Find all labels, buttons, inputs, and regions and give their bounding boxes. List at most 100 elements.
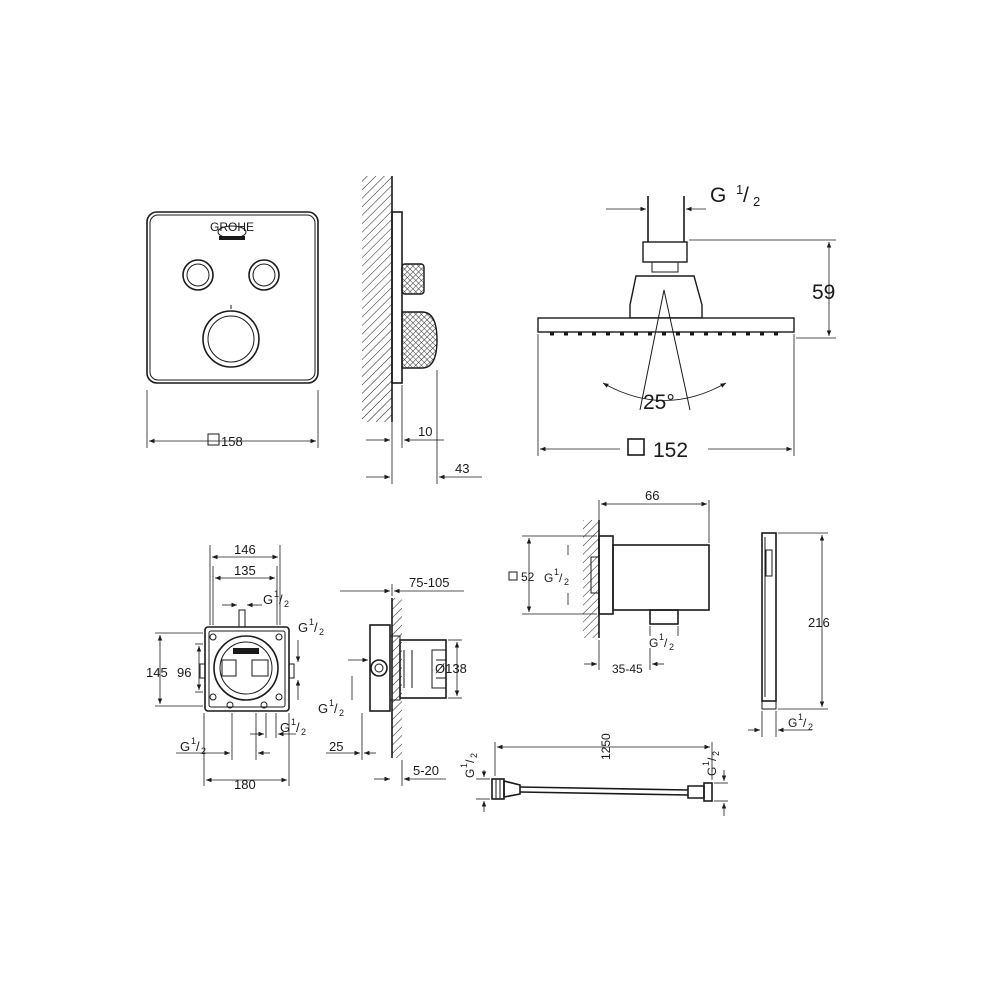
svg-text:/: /	[803, 716, 807, 730]
grohe-logo-icon: GROHE	[210, 220, 254, 240]
square-symbol-icon	[207, 433, 220, 446]
svg-text:1: 1	[329, 698, 334, 708]
svg-text:1: 1	[798, 712, 803, 722]
svg-text:Ø138: Ø138	[435, 661, 467, 676]
svg-text:GROHE: GROHE	[210, 220, 254, 234]
temperature-knob[interactable]	[202, 305, 260, 368]
svg-text:1: 1	[554, 567, 559, 577]
hose-thread-right: G 1 / 2	[701, 751, 728, 816]
svg-text:2: 2	[201, 746, 206, 756]
svg-text:2: 2	[753, 194, 760, 209]
shower-head-plate	[537, 317, 795, 333]
rough-in-depth-range-dimension: 75-105	[340, 575, 464, 596]
svg-text:/: /	[559, 571, 563, 585]
svg-text:216: 216	[808, 615, 830, 630]
svg-text:146: 146	[234, 542, 256, 557]
svg-text:G: G	[649, 636, 658, 650]
function-button-left[interactable]	[182, 259, 214, 291]
svg-text:2: 2	[808, 722, 813, 732]
svg-text:1: 1	[659, 632, 664, 642]
rough-in-diameter-dimension: Ø138	[435, 639, 467, 699]
depth-43-label: 43	[455, 461, 469, 476]
depth-10-dimension: 10	[366, 385, 444, 448]
svg-text:180: 180	[234, 777, 256, 792]
outlet-thread-bottom: G 1 / 2	[649, 626, 679, 652]
rough-in-thread-bottom-left: G 1 / 2	[176, 713, 270, 760]
svg-text:1: 1	[701, 761, 711, 766]
svg-text:2: 2	[711, 751, 721, 756]
shower-arm-connector	[642, 241, 688, 263]
shower-head-view: 25° G 1 / 2 59 152	[537, 182, 836, 462]
svg-text:2: 2	[339, 708, 344, 718]
rough-in-front-view: 146 135 G 1 / 2 G 1 / 2	[146, 542, 324, 792]
svg-text:G: G	[788, 716, 797, 730]
outlet-depth-dimension: 35-45	[584, 640, 664, 676]
hose-thread-left: G 1 / 2	[459, 753, 490, 812]
hand-shower-view: 216 G 1 / 2	[748, 532, 830, 737]
svg-text:2: 2	[301, 727, 306, 737]
hand-shower-thread: G 1 / 2	[748, 711, 813, 737]
svg-text:G: G	[180, 739, 190, 754]
svg-text:G: G	[710, 184, 726, 207]
svg-text:2: 2	[284, 599, 289, 609]
square-symbol-icon	[508, 571, 518, 581]
thread-dimension-shower: G 1 / 2	[606, 182, 760, 212]
svg-text:G: G	[263, 592, 273, 607]
rough-in-cover-range-dimension: 5-20	[374, 760, 446, 786]
svg-text:/: /	[279, 592, 283, 607]
svg-text:145: 145	[146, 665, 168, 680]
wall-outlet-view: 66 52 G 1 / 2 G 1 / 2	[508, 488, 710, 676]
rough-in-thread-top: G 1 / 2	[222, 589, 289, 609]
rough-in-side-view: 75-105 Ø138 G 1 / 2 25 5-20	[318, 575, 467, 786]
svg-text:G: G	[318, 701, 328, 716]
svg-text:/: /	[196, 739, 200, 754]
shower-height-label: 59	[812, 281, 835, 304]
rough-in-width-146-dimension: 146	[209, 542, 281, 625]
rough-in-width-180-dimension: 180	[203, 713, 290, 792]
svg-text:/: /	[334, 701, 338, 716]
side-knob-knurled	[401, 311, 438, 369]
svg-text:1: 1	[191, 736, 196, 746]
svg-text:2: 2	[564, 577, 569, 587]
faceplate-front-view: GROHE 158	[146, 211, 319, 449]
svg-text:2: 2	[669, 642, 674, 652]
svg-text:2: 2	[469, 753, 479, 758]
svg-text:2: 2	[319, 627, 324, 637]
svg-text:75-105: 75-105	[409, 575, 449, 590]
faceplate-outline	[146, 211, 319, 384]
svg-text:G: G	[705, 767, 719, 776]
rough-in-thread-left: G 1 / 2	[318, 657, 368, 718]
rough-in-thread-right: G 1 / 2	[295, 617, 324, 700]
svg-text:G: G	[463, 769, 477, 778]
square-symbol-icon	[627, 438, 645, 456]
svg-text:/: /	[296, 720, 300, 735]
side-button-knurled	[401, 263, 425, 295]
depth-10-label: 10	[418, 424, 432, 439]
svg-text:/: /	[664, 636, 668, 650]
svg-text:/: /	[705, 757, 719, 761]
shower-hose-view: 1250 G 1 / 2 G 1 / 2	[459, 733, 728, 816]
outlet-thread-top: G 1 / 2	[544, 545, 569, 605]
outlet-width-dimension: 66	[598, 488, 710, 543]
svg-text:/: /	[314, 620, 318, 635]
svg-text:96: 96	[177, 665, 191, 680]
faceplate-side-view: 10 43	[362, 176, 482, 484]
function-button-right[interactable]	[248, 259, 280, 291]
rough-in-wall-hatch	[392, 598, 402, 758]
wall-hatch	[362, 176, 392, 422]
rough-in-width-135-dimension: 135	[212, 563, 278, 625]
svg-text:1: 1	[459, 763, 469, 768]
svg-text:25: 25	[329, 739, 343, 754]
rough-in-height-dimensions: 145 96	[146, 632, 203, 707]
svg-text:/: /	[463, 759, 477, 763]
rough-in-valve	[213, 635, 279, 701]
shower-width-label: 152	[653, 439, 688, 462]
svg-text:5-20: 5-20	[413, 763, 439, 778]
svg-text:1: 1	[274, 589, 279, 599]
hand-shower-length-dimension: 216	[778, 532, 830, 710]
hose-length-dimension: 1250	[494, 733, 713, 780]
svg-text:/: /	[743, 184, 749, 207]
svg-text:135: 135	[234, 563, 256, 578]
